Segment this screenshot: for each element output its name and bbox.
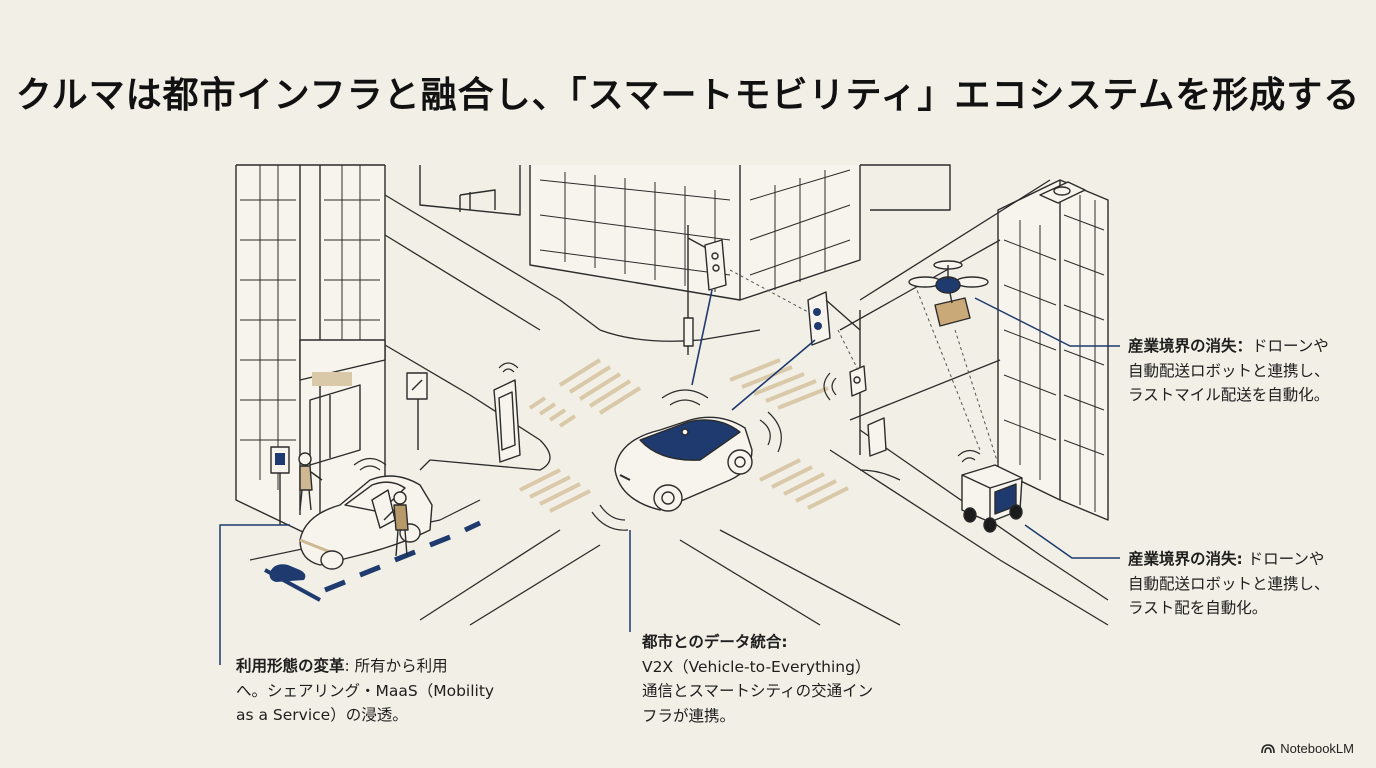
callout-heading: 産業境界の消失: bbox=[1128, 550, 1243, 568]
brand-label: NotebookLM bbox=[1280, 741, 1354, 756]
right-building bbox=[997, 179, 1109, 521]
callout-text: ドローンや bbox=[1252, 337, 1329, 355]
traffic-lights bbox=[683, 225, 887, 457]
callout-text: ラストマイル配送を自動化。 bbox=[1128, 386, 1330, 404]
callout-heading: 産業境界の消失： bbox=[1128, 337, 1253, 355]
person-left bbox=[298, 452, 323, 511]
callout-text: ラスト配を自動化。 bbox=[1128, 599, 1268, 617]
autonomous-car bbox=[591, 389, 782, 531]
crosswalks bbox=[519, 358, 849, 513]
notebooklm-brand: NotebookLM bbox=[1261, 741, 1354, 756]
callout-text: V2X（Vehicle-to-Everything） bbox=[642, 657, 871, 676]
parking-sign bbox=[270, 372, 428, 525]
road-lines bbox=[384, 179, 1109, 626]
notebooklm-logo-icon bbox=[1261, 743, 1276, 753]
callout-industry-drone: 産業境界の消失：ドローンや 自動配送ロボットと連携し、 ラストマイル配送を自動化… bbox=[1128, 334, 1358, 408]
callout-industry-robot: 産業境界の消失: ドローンや 自動配送ロボットと連携し、 ラスト配を自動化。 bbox=[1128, 547, 1358, 621]
callout-leaders bbox=[219, 297, 1120, 665]
delivery-robot bbox=[957, 449, 1023, 533]
callout-text: : 所有から利用 bbox=[344, 657, 448, 675]
drone bbox=[908, 260, 989, 327]
callout-heading: 利用形態の変革 bbox=[236, 657, 345, 675]
callout-text: 自動配送ロボットと連携し、 bbox=[1128, 574, 1330, 593]
center-building bbox=[419, 164, 951, 301]
callout-heading: 都市とのデータ統合: bbox=[642, 633, 788, 651]
car-share-icon bbox=[269, 564, 306, 582]
callout-text: as a Service）の浸透。 bbox=[236, 706, 408, 724]
callout-text: 通信とスマートシティの交通イン bbox=[642, 682, 874, 700]
callout-data-integration: 都市とのデータ統合: V2X（Vehicle-to-Everything） 通信… bbox=[642, 630, 912, 728]
v2x-links bbox=[729, 269, 1001, 471]
callout-text: 自動配送ロボットと連携し、 bbox=[1128, 361, 1330, 380]
callout-usage-shift: 利用形態の変革: 所有から利用 へ。シェアリング・MaaS（Mobility a… bbox=[236, 654, 516, 728]
kiosk bbox=[493, 362, 521, 463]
v2x-signals bbox=[691, 289, 816, 411]
callout-text: ドローンや bbox=[1242, 550, 1325, 568]
page-title: クルマは都市インフラと融合し、「スマートモビリティ」エコシステムを形成する bbox=[15, 75, 1361, 116]
person-right bbox=[383, 491, 409, 557]
callout-text: へ。シェアリング・MaaS（Mobility bbox=[236, 681, 495, 700]
callout-text: フラが連携。 bbox=[642, 706, 736, 725]
